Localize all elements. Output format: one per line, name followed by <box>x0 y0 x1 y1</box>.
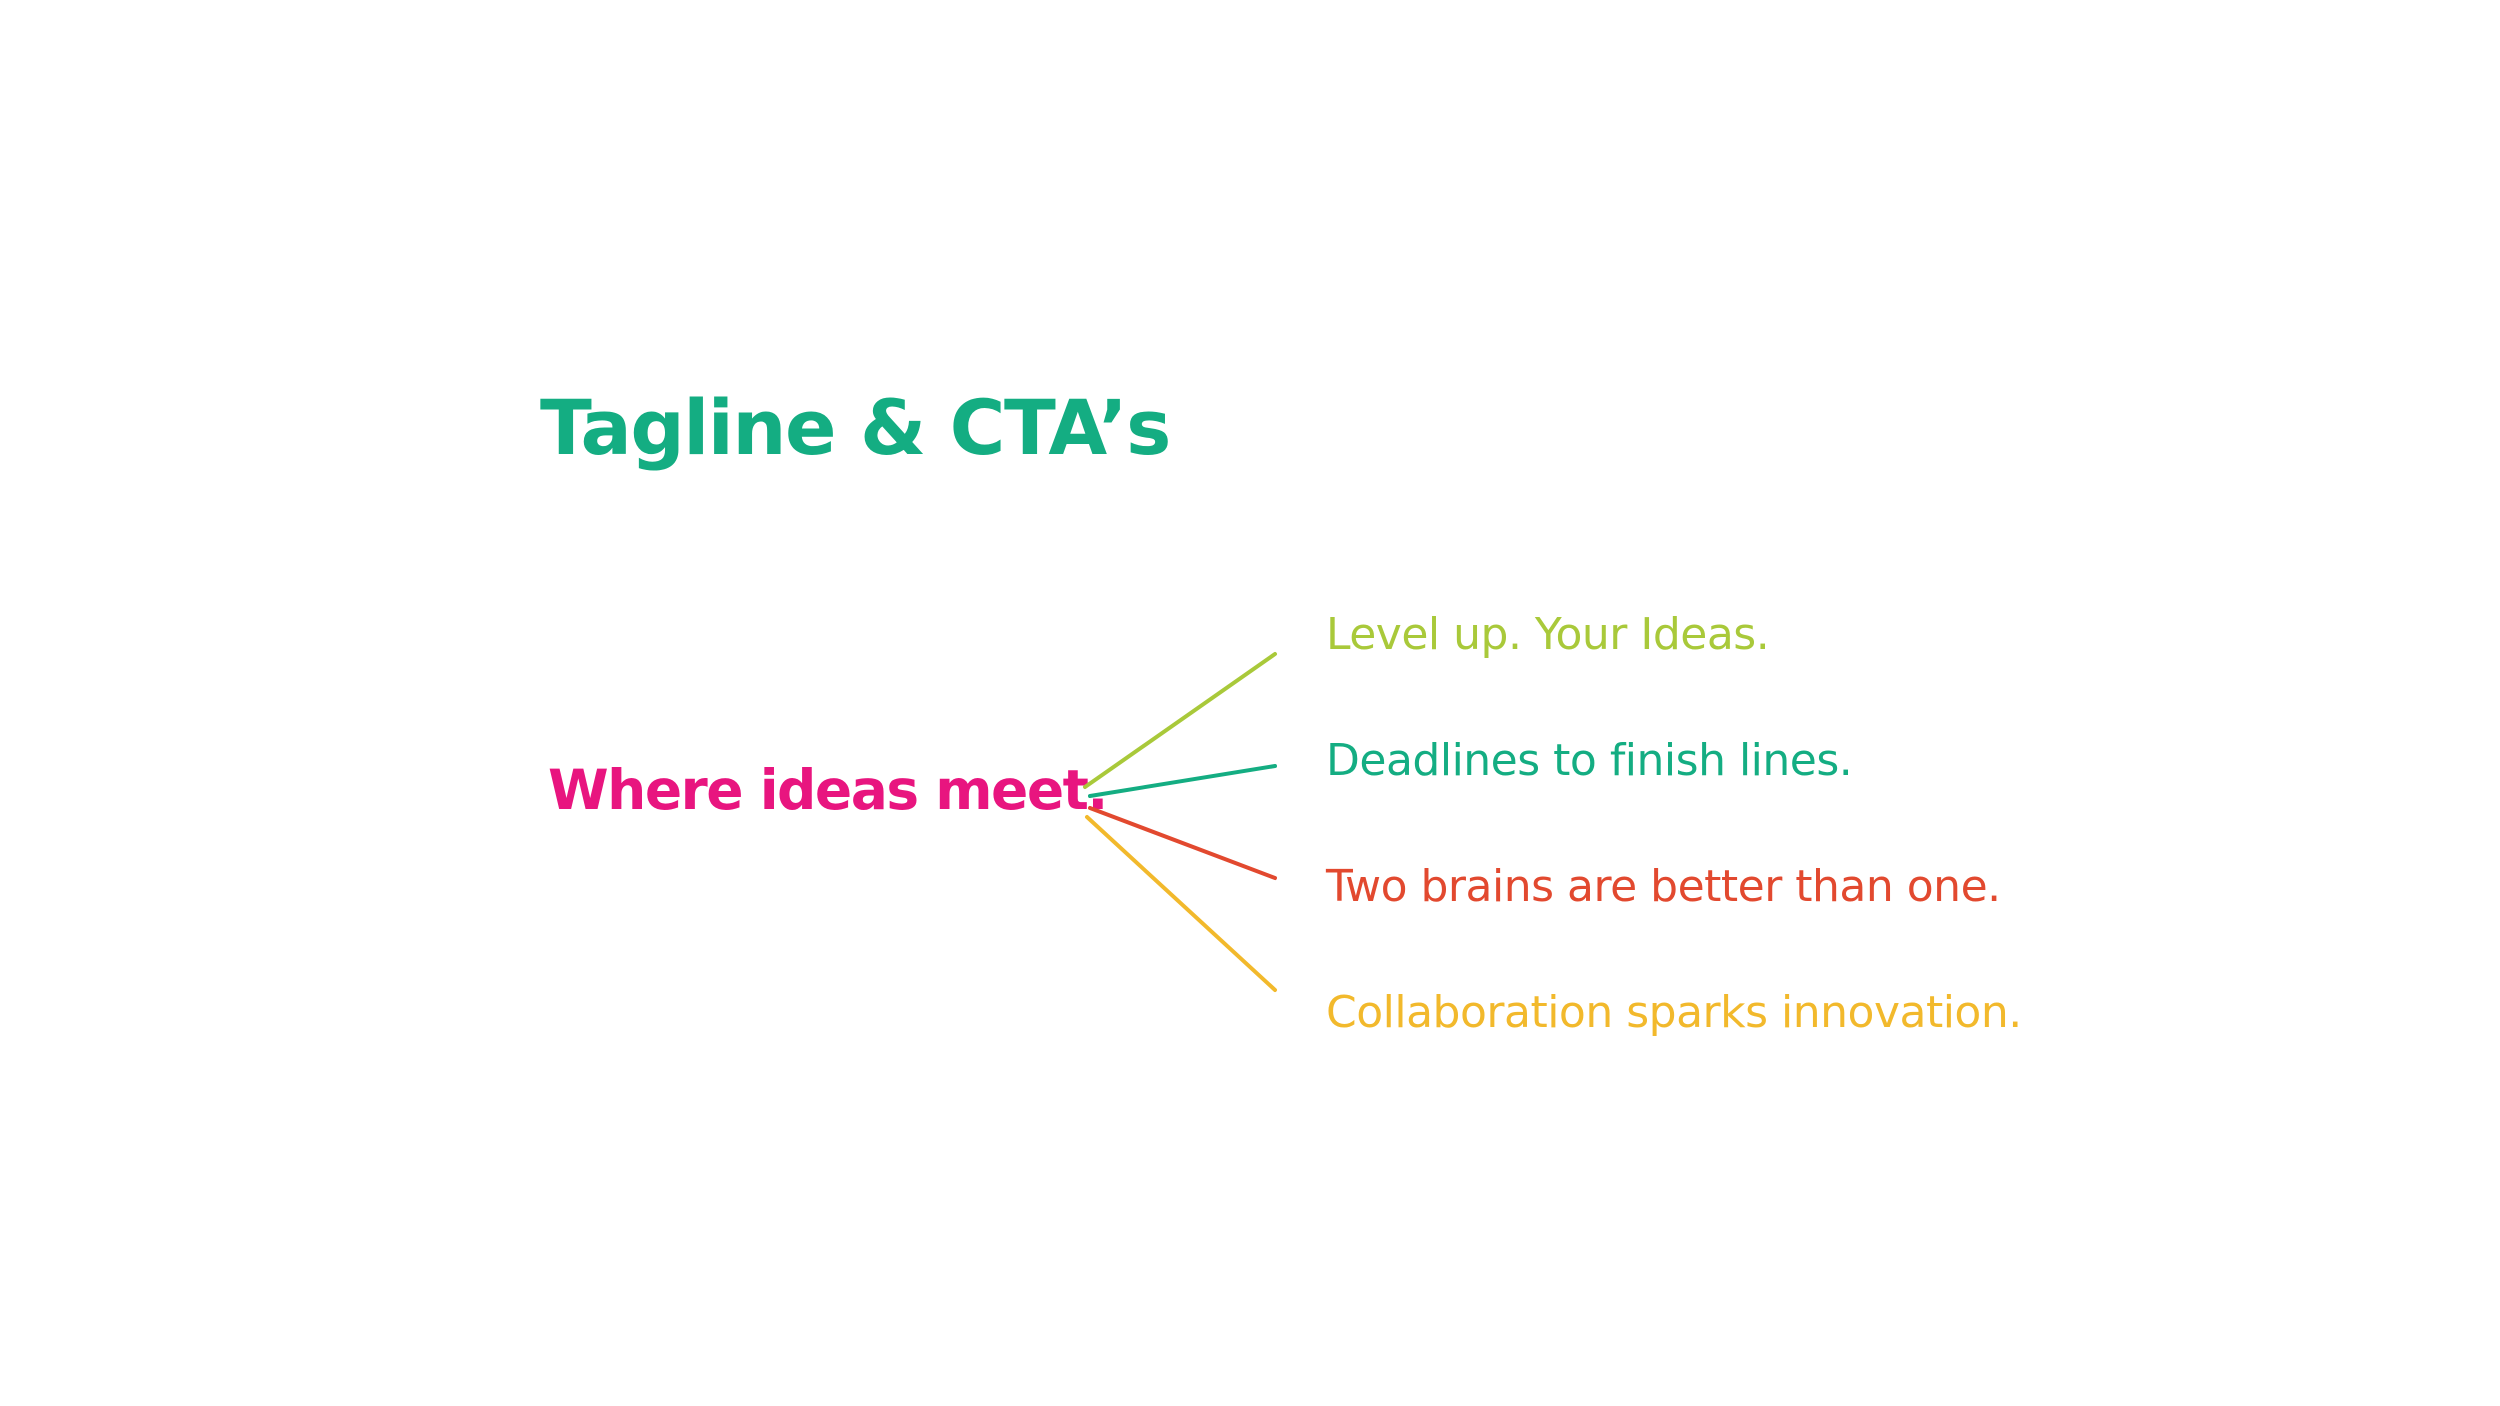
connector-line-1 <box>1083 652 1277 789</box>
cta-collaboration: Collaboration sparks innovation. <box>1326 987 2022 1038</box>
connector-line-2 <box>1088 764 1277 798</box>
connector-line-3 <box>1088 806 1277 880</box>
page-title: Tagline & CTA’s <box>540 383 1171 472</box>
connector-line-4 <box>1085 815 1277 992</box>
main-tagline: Where ideas meet. <box>548 758 1108 822</box>
cta-level-up: Level up. Your Ideas. <box>1326 609 1770 660</box>
cta-deadlines: Deadlines to finish lines. <box>1326 735 1853 786</box>
cta-two-brains: Two brains are better than one. <box>1326 861 2001 912</box>
